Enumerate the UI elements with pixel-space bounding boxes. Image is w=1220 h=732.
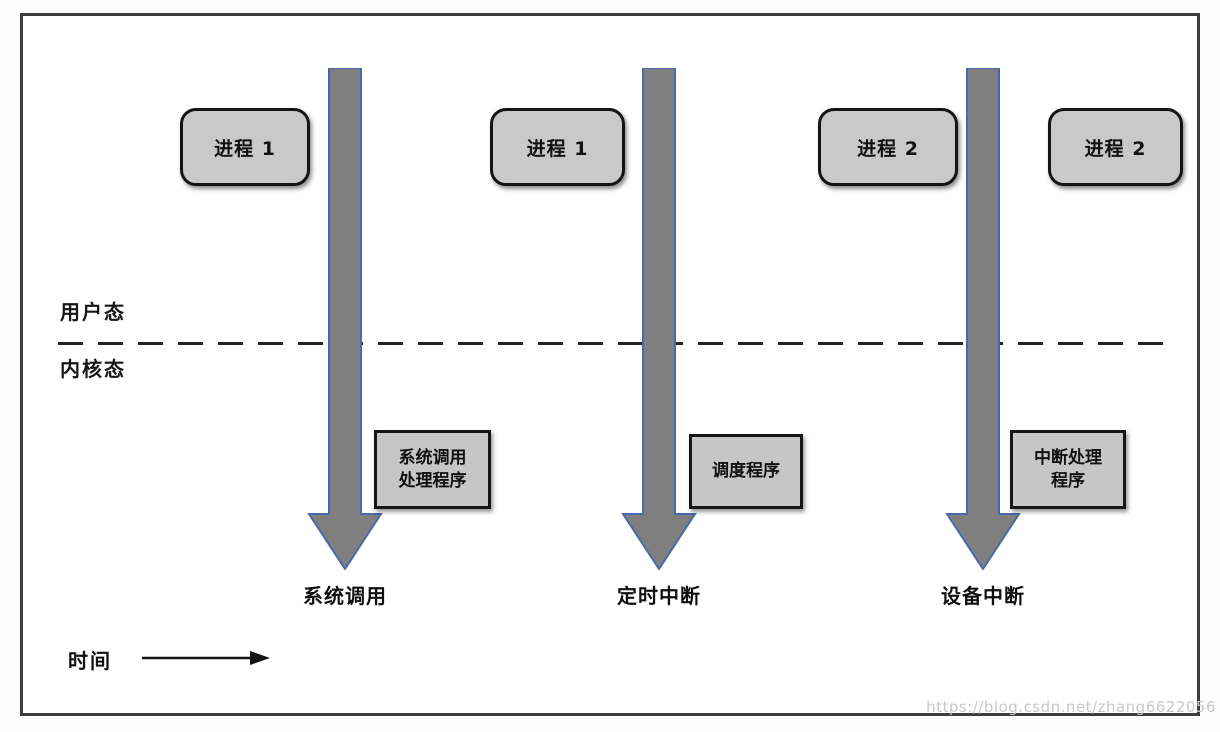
time-axis-label: 时间 [68,649,112,673]
process-box-4: 进程 2 [1048,108,1183,186]
user-mode-label: 用户态 [60,300,126,324]
down-arrow-timer-interrupt [621,68,697,570]
scheduler-box: 调度程序 [689,434,803,509]
down-arrow-device-interrupt [945,68,1021,570]
mode-boundary-dashed-line [58,342,1168,345]
kernel-mode-label: 内核态 [60,357,126,381]
right-arrow-icon [142,651,270,665]
event-label-device-interrupt: 设备中断 [941,584,1025,608]
process-box-3: 进程 2 [818,108,958,186]
process-box-2: 进程 1 [490,108,625,186]
watermark-url: https://blog.csdn.net/zhang6622056 [926,698,1216,716]
down-arrow-system-call [307,68,383,570]
interrupt-handler-box: 中断处理 程序 [1010,430,1126,509]
event-label-system-call: 系统调用 [303,584,387,608]
syscall-handler-box: 系统调用 处理程序 [374,430,491,509]
process-box-1: 进程 1 [180,108,310,186]
event-label-timer-interrupt: 定时中断 [617,584,701,608]
